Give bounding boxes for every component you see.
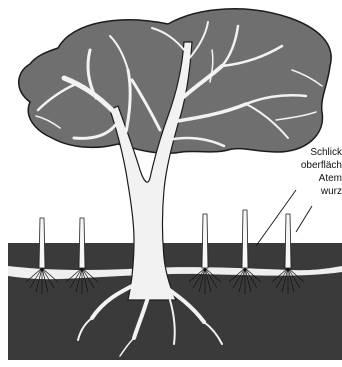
label-pointers: [256, 190, 312, 246]
label-line-1: Schlick: [310, 146, 342, 159]
label-line-2: oberfläch: [301, 159, 342, 172]
label-line-3: Atem: [319, 172, 342, 185]
label-line-4: wurz: [321, 185, 342, 198]
